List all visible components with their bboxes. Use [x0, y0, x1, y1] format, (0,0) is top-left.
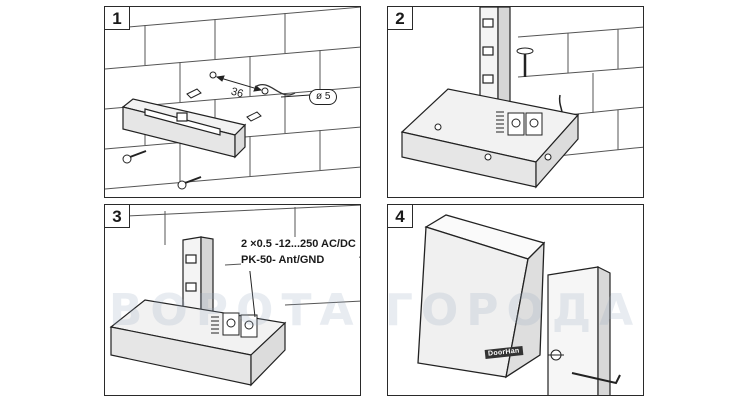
step-4-number: 4: [388, 205, 413, 228]
diameter-leader: [280, 94, 311, 98]
dimension-line: [215, 75, 263, 92]
wiring-note: 2 ×0.5 -12...250 AC/DC PK-50- Ant/GND: [241, 237, 359, 271]
terminal-block: [507, 112, 543, 136]
terminal-block: [222, 312, 258, 338]
step-1-panel: 1: [104, 6, 361, 198]
wiring-note-line-1: 2 ×0.5 -12...250 AC/DC: [241, 238, 356, 250]
step-3-illustration: [105, 205, 360, 387]
step-4-panel: 4 DoorHan: [387, 204, 644, 396]
brick-wall: [517, 26, 643, 158]
step-2-illustration: [400, 7, 643, 189]
base-plate: [109, 299, 287, 387]
step-4-illustration: [417, 214, 621, 395]
wall-screws: [122, 150, 202, 190]
step-2-number: 2: [388, 7, 413, 30]
corner-screws: [434, 123, 552, 161]
drill-holes: [209, 71, 269, 95]
motor-cover: [417, 214, 546, 379]
step-1-number: 1: [105, 7, 130, 30]
diameter-callout: ø 5: [309, 89, 338, 105]
step-3-panel: 3 2 ×0.5 -12...25: [104, 204, 361, 396]
step-3-number: 3: [105, 205, 130, 228]
base-plate: [121, 98, 247, 159]
cable: [254, 84, 296, 96]
step-2-panel: 2: [387, 6, 644, 198]
spring: [496, 111, 504, 133]
allen-key: [571, 372, 621, 385]
top-screw: [516, 47, 534, 77]
spring: [211, 316, 219, 334]
brick-wall: [105, 7, 360, 190]
step-1-illustration: [105, 7, 360, 190]
allen-screw: [548, 349, 564, 361]
dowels: [186, 88, 262, 122]
base-plate: [400, 88, 580, 189]
wall-post: [547, 266, 611, 395]
wiring-note-line-2: PK-50- Ant/GND: [241, 254, 325, 266]
